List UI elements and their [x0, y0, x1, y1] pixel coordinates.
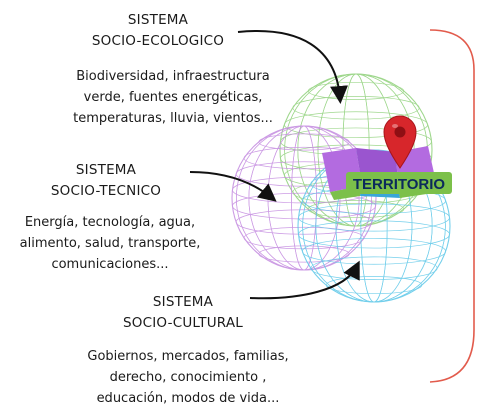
cultural-title: SISTEMA SOCIO-CULTURAL	[108, 292, 258, 334]
cultural-desc-line1: Gobiernos, mercados, familias,	[87, 349, 289, 364]
ecologico-title-line1: SISTEMA	[127, 12, 189, 28]
sphere-parallel	[283, 111, 429, 138]
tecnico-desc-line3: comunicaciones...	[51, 257, 169, 272]
cultural-title-line1: SISTEMA	[152, 294, 214, 310]
map-pin-icon	[383, 115, 417, 169]
sphere-parallel	[298, 203, 450, 232]
sphere-parallel	[292, 96, 420, 120]
tecnico-desc-line2: alimento, salud, transporte,	[19, 236, 201, 251]
tecnico-description: Energía, tecnología, agua, alimento, sal…	[2, 212, 218, 275]
right-bracket	[429, 29, 475, 383]
tecnico-title: SISTEMA SOCIO-TECNICO	[36, 160, 176, 202]
cultural-desc-line2: derecho, conocimiento ,	[109, 370, 267, 385]
tecnico-title-line1: SISTEMA	[75, 162, 137, 178]
tecnico-title-line2: SOCIO-TECNICO	[50, 183, 162, 199]
ecologico-description: Biodiversidad, infraestructura verde, fu…	[58, 66, 288, 129]
sphere-meridian	[235, 125, 373, 271]
ecologico-desc-line1: Biodiversidad, infraestructura	[76, 69, 270, 84]
sphere-parallel	[307, 81, 405, 100]
sphere-parallel	[301, 238, 447, 265]
tecnico-desc-line1: Energía, tecnología, agua,	[24, 215, 196, 230]
sphere-parallel	[258, 245, 350, 263]
cultural-desc-line3: educación, modos de vida...	[96, 391, 280, 406]
arrow-ecologico	[237, 30, 349, 104]
ecologico-desc-line3: temperaturas, lluvia, vientos...	[73, 111, 273, 126]
sphere-parallel	[298, 220, 450, 249]
cultural-title-line2: SOCIO-CULTURAL	[123, 315, 243, 331]
territorio-label-plate	[346, 172, 452, 194]
sphere-parallel	[325, 276, 423, 295]
ecologico-desc-line2: verde, fuentes energéticas,	[83, 90, 263, 105]
arrow-tecnico	[189, 171, 277, 202]
sphere-parallel	[310, 256, 438, 280]
sphere-parallel	[232, 192, 376, 220]
sphere-parallel	[307, 200, 405, 219]
sphere-parallel	[258, 133, 350, 151]
ecologico-title-line2: SOCIO-ECOLOGICO	[91, 33, 225, 49]
territorio-label: TERRITORIO	[353, 176, 446, 193]
cultural-description: Gobiernos, mercados, familias, derecho, …	[70, 346, 306, 409]
arrow-cultural	[249, 260, 360, 300]
ecologico-title: SISTEMA SOCIO-ECOLOGICO	[88, 10, 228, 52]
